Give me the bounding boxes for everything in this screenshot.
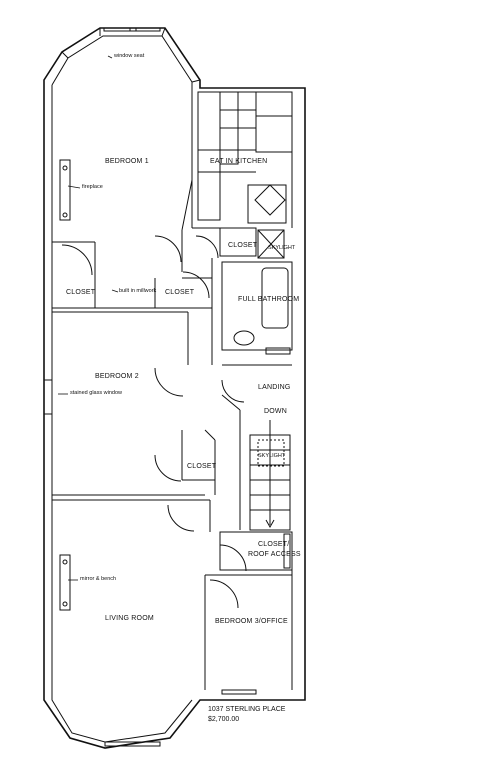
closet-kitchen-label: CLOSET bbox=[228, 242, 258, 249]
closet-roof-label-2: ROOF ACCESS bbox=[248, 551, 301, 558]
closet-bedroom1-left-label: CLOSET bbox=[66, 289, 96, 296]
bedroom3-label: BEDROOM 3/OFFICE bbox=[215, 618, 288, 625]
window-seat-note: window seat bbox=[114, 53, 145, 59]
listing-price: $2,700.00 bbox=[208, 716, 240, 723]
inner-wall-left bbox=[51, 35, 193, 231]
landing-label: LANDING bbox=[258, 384, 291, 391]
window-seat-frame bbox=[61, 27, 201, 83]
closet-bedroom2-label: CLOSET bbox=[187, 463, 217, 470]
stained-glass-window-note: stained glass window bbox=[70, 390, 122, 396]
living-room-label: LIVING ROOM bbox=[105, 615, 154, 622]
sink bbox=[233, 330, 255, 346]
bathroom-label: FULL BATHROOM bbox=[238, 296, 300, 303]
listing-address: 1037 STERLING PLACE bbox=[208, 706, 286, 713]
built-in-millwork-note: built in millwork bbox=[119, 288, 157, 294]
kitchen-island bbox=[254, 184, 286, 216]
bathtub bbox=[261, 267, 289, 329]
skylight-top-label: SKYLIGHT bbox=[268, 245, 296, 251]
fireplace-note: fireplace bbox=[82, 184, 103, 190]
stained-glass-window bbox=[43, 379, 53, 415]
down-label: DOWN bbox=[264, 408, 287, 415]
skylight-stair bbox=[257, 439, 285, 467]
closet-roof-label-1: CLOSET/ bbox=[258, 541, 290, 548]
mirror-bench-note: mirror & bench bbox=[80, 576, 117, 582]
door-swing bbox=[61, 244, 93, 276]
bedroom2-label: BEDROOM 2 bbox=[95, 373, 139, 380]
kitchen-label: EAT IN KITCHEN bbox=[210, 158, 268, 165]
skylight-stair-label: SKYLIGHT bbox=[258, 453, 286, 459]
bedroom1-label: BEDROOM 1 bbox=[105, 158, 149, 165]
skylight-top bbox=[257, 229, 285, 259]
closet-bedroom1-right-label: CLOSET bbox=[165, 289, 195, 296]
